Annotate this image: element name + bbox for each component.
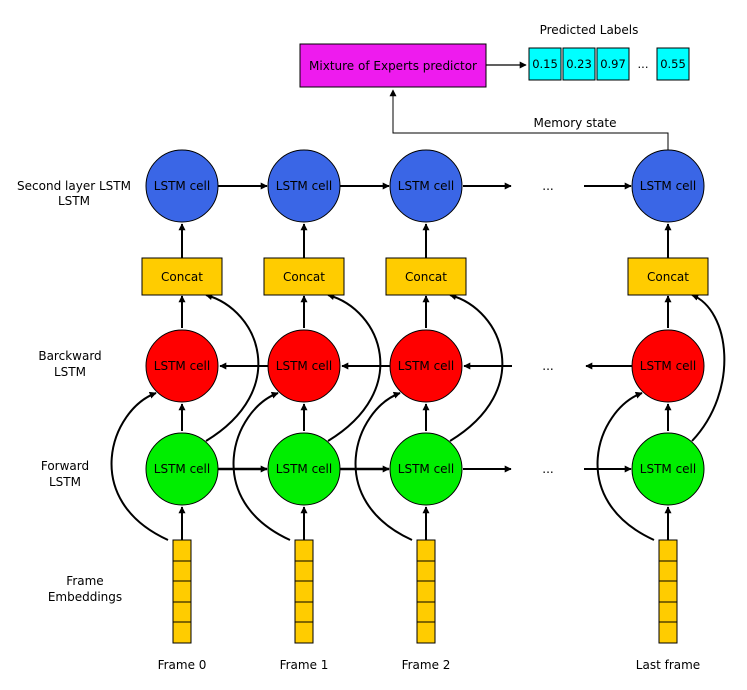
frame-column-last: LSTM cell Concat LSTM cell LSTM cell Las… <box>596 149 726 672</box>
label-box-1 <box>528 47 562 81</box>
backward-lstm-cell <box>267 329 341 403</box>
forward-lstm-cell <box>145 432 219 506</box>
frame-embedding-stack <box>294 539 314 644</box>
concat-box <box>385 257 467 296</box>
memory-state-label: Memory state <box>533 116 616 130</box>
label-value-2: 0.23 <box>566 57 592 71</box>
embedding-to-backward-curve <box>596 391 655 541</box>
label-value-1: 0.15 <box>532 57 558 71</box>
concat-label: Concat <box>647 270 689 284</box>
embedding-to-backward-curve <box>110 391 169 541</box>
second-layer-cell-label: LSTM cell <box>276 179 332 193</box>
backward-cell-label: LSTM cell <box>640 359 696 373</box>
label-box-3 <box>596 47 630 81</box>
second-layer-lstm-cell <box>145 149 219 223</box>
backward-lstm-cell <box>631 329 705 403</box>
frame-label: Last frame <box>636 658 700 672</box>
concat-label: Concat <box>161 270 203 284</box>
frame-label: Frame 0 <box>158 658 207 672</box>
frame-embedding-stack <box>658 539 678 644</box>
second-layer-lstm-cell <box>389 149 463 223</box>
second-layer-cell-label: LSTM cell <box>398 179 454 193</box>
row-label-forward-2: LSTM <box>49 475 81 489</box>
moe-predictor-box <box>299 43 487 88</box>
frame-column-2: LSTM cell Concat LSTM cell LSTM cell Fra… <box>354 149 504 672</box>
forward-lstm-cell <box>631 432 705 506</box>
label-value-3: 0.97 <box>600 57 626 71</box>
concat-label: Concat <box>283 270 325 284</box>
second-layer-cell-label: LSTM cell <box>640 179 696 193</box>
concat-box <box>263 257 345 296</box>
forward-to-concat-curve <box>327 293 382 442</box>
backward-ellipsis: ... <box>542 359 553 373</box>
row-label-second-layer-2: LSTM <box>58 194 90 208</box>
second-layer-ellipsis: ... <box>542 179 553 193</box>
row-label-second-layer-1: Second layer LSTM <box>17 179 131 193</box>
forward-cell-label: LSTM cell <box>276 462 332 476</box>
embedding-to-backward-curve <box>232 391 291 541</box>
backward-cell-label: LSTM cell <box>276 359 332 373</box>
backward-lstm-cell <box>389 329 463 403</box>
concat-box <box>141 257 223 296</box>
row-label-embeddings-2: Embeddings <box>48 590 122 604</box>
embedding-to-backward-curve <box>354 391 413 541</box>
backward-cell-label: LSTM cell <box>154 359 210 373</box>
forward-cell-label: LSTM cell <box>640 462 696 476</box>
row-label-forward-1: Forward <box>41 459 89 473</box>
frame-embedding-stack <box>416 539 436 644</box>
row-label-embeddings-1: Frame <box>66 574 103 588</box>
concat-box <box>627 257 709 296</box>
memory-state-arrow <box>389 89 669 156</box>
label-box-last <box>656 47 690 81</box>
frame-column-1: LSTM cell Concat LSTM cell LSTM cell Fra… <box>232 149 382 672</box>
frame-label: Frame 2 <box>402 658 451 672</box>
label-box-2 <box>562 47 596 81</box>
second-layer-lstm-cell <box>267 149 341 223</box>
backward-lstm-cell <box>145 329 219 403</box>
forward-lstm-cell <box>267 432 341 506</box>
row-label-backward-2: LSTM <box>54 365 86 379</box>
label-value-last: 0.55 <box>660 57 686 71</box>
forward-to-concat-curve <box>449 293 504 442</box>
second-layer-cell-label: LSTM cell <box>154 179 210 193</box>
forward-cell-label: LSTM cell <box>398 462 454 476</box>
label-ellipsis: ... <box>638 57 649 71</box>
concat-label: Concat <box>405 270 447 284</box>
forward-ellipsis: ... <box>542 462 553 476</box>
forward-to-concat-curve <box>205 293 260 442</box>
predicted-labels-title: Predicted Labels <box>540 23 639 37</box>
forward-cell-label: LSTM cell <box>154 462 210 476</box>
forward-to-concat-curve <box>691 294 726 442</box>
frame-column-0: LSTM cell Concat LSTM cell LSTM cell Fra… <box>110 149 260 672</box>
backward-cell-label: LSTM cell <box>398 359 454 373</box>
moe-predictor-label: Mixture of Experts predictor <box>309 59 477 73</box>
forward-lstm-cell <box>389 432 463 506</box>
frame-embedding-stack <box>172 539 192 644</box>
row-label-backward-1: Barckward <box>38 349 101 363</box>
second-layer-lstm-cell <box>631 149 705 223</box>
frame-label: Frame 1 <box>280 658 329 672</box>
